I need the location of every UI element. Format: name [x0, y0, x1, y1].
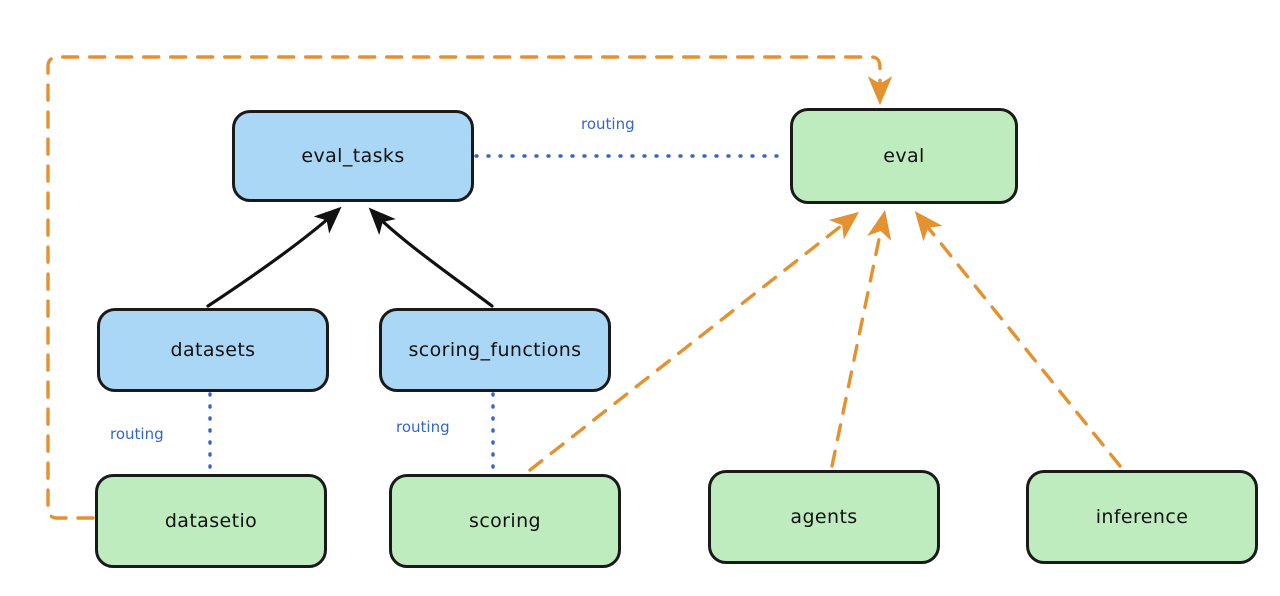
edge-label-routing-eval-tasks-eval: routing [581, 115, 635, 133]
node-datasetio[interactable]: datasetio [95, 474, 327, 568]
node-eval[interactable]: eval [790, 108, 1018, 204]
node-eval-tasks[interactable]: eval_tasks [232, 110, 474, 202]
edge-label-routing-datasets-datasetio: routing [110, 425, 164, 443]
node-label-eval: eval [883, 145, 925, 167]
edge-agents-to-eval-dependency [830, 210, 892, 468]
edge-label-routing-scoring-functions-scoring: routing [396, 418, 450, 436]
node-label-datasetio: datasetio [164, 510, 258, 532]
node-label-inference: inference [1095, 506, 1189, 528]
node-scoring-functions[interactable]: scoring_functions [379, 308, 611, 392]
node-datasets[interactable]: datasets [97, 308, 329, 392]
node-label-agents: agents [790, 506, 858, 528]
node-agents[interactable]: agents [708, 470, 940, 564]
edge-datasets-to-eval-tasks [206, 206, 342, 308]
edge-datasetio-to-eval-dependency [46, 55, 893, 520]
node-label-scoring-functions: scoring_functions [408, 339, 582, 361]
node-label-scoring: scoring [469, 510, 541, 532]
node-label-datasets: datasets [170, 339, 256, 361]
node-scoring[interactable]: scoring [389, 474, 621, 568]
node-label-eval-tasks: eval_tasks [301, 145, 405, 167]
edge-scoring-functions-to-eval-tasks [368, 207, 494, 308]
node-inference[interactable]: inference [1026, 470, 1258, 564]
edge-inference-to-eval-dependency [914, 211, 1122, 468]
edge-scoring-to-eval-dependency [528, 211, 860, 472]
